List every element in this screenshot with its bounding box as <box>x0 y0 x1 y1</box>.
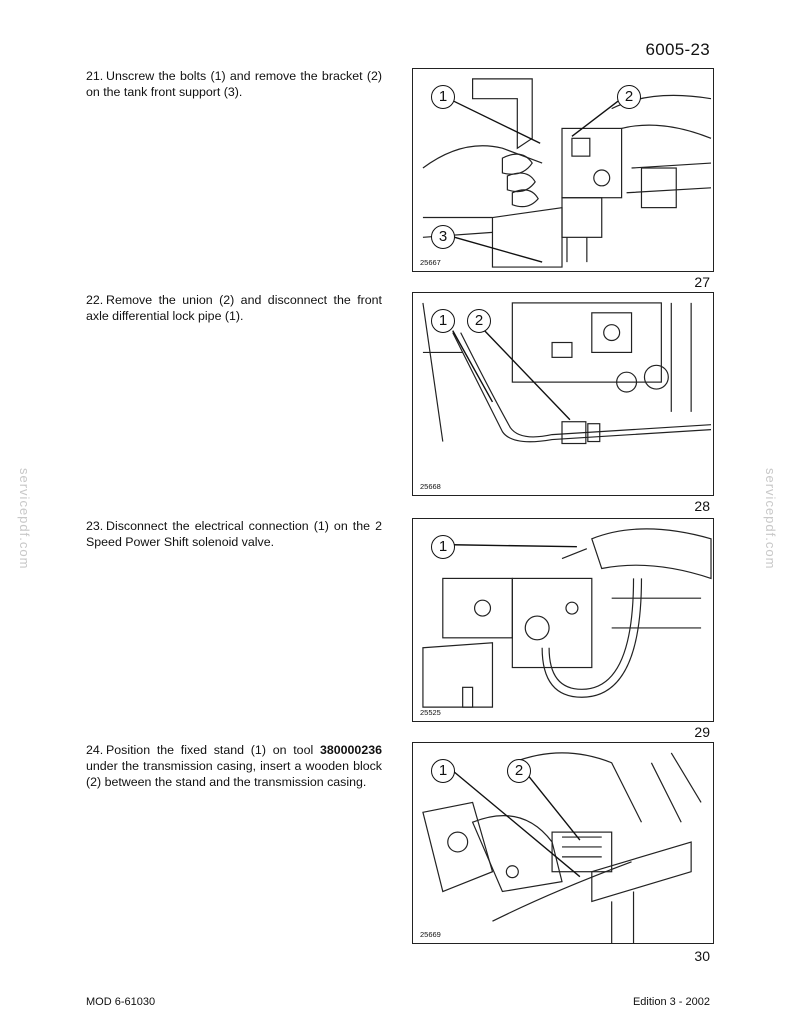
figure-number: 29 <box>694 724 710 740</box>
figure-number: 27 <box>694 274 710 290</box>
figure-code: 25667 <box>419 258 442 267</box>
fixed-stand-drawing <box>422 752 702 943</box>
callout-1: 1 <box>431 535 455 559</box>
figure-28-illustration: 1 2 25668 <box>412 292 714 496</box>
callout-1: 1 <box>431 85 455 109</box>
callout-2: 2 <box>467 309 491 333</box>
figure-code: 25669 <box>419 930 442 939</box>
page-number: 6005-23 <box>645 40 710 59</box>
bracket-removal-drawing <box>422 78 712 268</box>
step-number: 23. <box>86 519 104 533</box>
watermark-right: servicepdf.com <box>763 468 778 570</box>
step-instruction-end: under the transmission casing, insert a … <box>86 759 382 789</box>
step-instruction: Remove the union (2) and disconnect the … <box>86 293 382 323</box>
figure-code: 25668 <box>419 482 442 491</box>
figure-number: 30 <box>694 948 710 964</box>
differential-lock-pipe-drawing <box>422 302 712 445</box>
figure-30-illustration: 1 2 25669 <box>412 742 714 944</box>
callout-3: 3 <box>431 225 455 249</box>
step-23: 23.Disconnect the electrical connection … <box>86 518 382 550</box>
solenoid-connector-drawing <box>422 528 712 708</box>
callout-1: 1 <box>431 759 455 783</box>
figure-27-illustration: 1 2 3 25667 <box>412 68 714 272</box>
callout-2: 2 <box>617 85 641 109</box>
step-number: 21. <box>86 69 104 83</box>
step-instruction: Disconnect the electrical connection (1)… <box>86 519 382 549</box>
callout-1: 1 <box>431 309 455 333</box>
step-instruction-start: Position the fixed stand (1) on tool <box>106 743 320 757</box>
edition-label: Edition 3 - 2002 <box>632 996 710 1008</box>
step-24: 24.Position the fixed stand (1) on tool … <box>86 742 382 790</box>
figure-number: 28 <box>694 498 710 514</box>
step-22: 22.Remove the union (2) and disconnect t… <box>86 292 382 324</box>
figure-29-illustration: 1 25525 <box>412 518 714 722</box>
step-instruction: Unscrew the bolts (1) and remove the bra… <box>86 69 382 99</box>
step-21: 21.Unscrew the bolts (1) and remove the … <box>86 68 382 100</box>
callout-2: 2 <box>507 759 531 783</box>
step-number: 22. <box>86 293 104 307</box>
tool-number: 380000236 <box>319 743 382 757</box>
manual-code: MOD 6-61030 <box>86 996 156 1008</box>
watermark-left: servicepdf.com <box>17 468 32 570</box>
step-number: 24. <box>86 743 104 757</box>
figure-code: 25525 <box>419 708 442 717</box>
